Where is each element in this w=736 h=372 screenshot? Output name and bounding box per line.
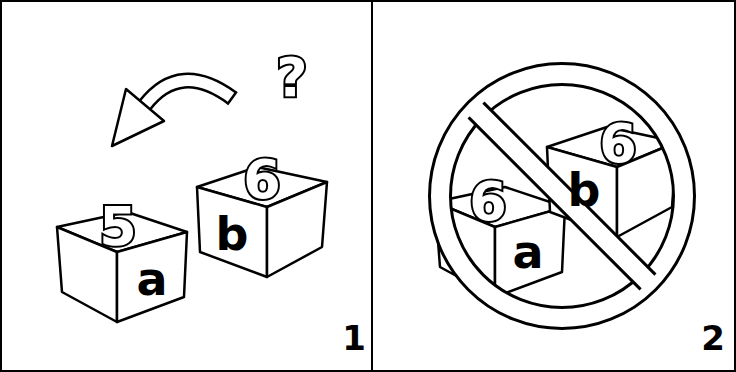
cube-letter: a xyxy=(136,256,167,302)
cube-number: 6 xyxy=(243,153,281,207)
cube-letter: b xyxy=(216,211,249,257)
panel: 15a6b xyxy=(0,0,373,372)
cube-letter: b xyxy=(568,167,601,213)
arrow-head xyxy=(112,89,164,146)
cube-letter: a xyxy=(512,229,543,275)
arrow-shaft-outline xyxy=(145,81,232,105)
arrow-tail-edge xyxy=(227,92,236,105)
slash-fill xyxy=(474,108,650,284)
panel-number: 1 xyxy=(342,321,366,355)
cube: 5a xyxy=(52,187,192,327)
ring-outline xyxy=(440,74,684,318)
cube-number: 6 xyxy=(599,117,637,171)
cube: 6b xyxy=(192,142,332,282)
arrow-shaft-fill xyxy=(145,81,232,105)
question-mark: ? xyxy=(276,51,307,105)
cube-number: 6 xyxy=(469,175,507,229)
curved-arrow xyxy=(112,81,237,146)
cube-number: 5 xyxy=(99,200,137,254)
ring-fill xyxy=(440,74,684,318)
panel-number: 2 xyxy=(701,321,725,355)
